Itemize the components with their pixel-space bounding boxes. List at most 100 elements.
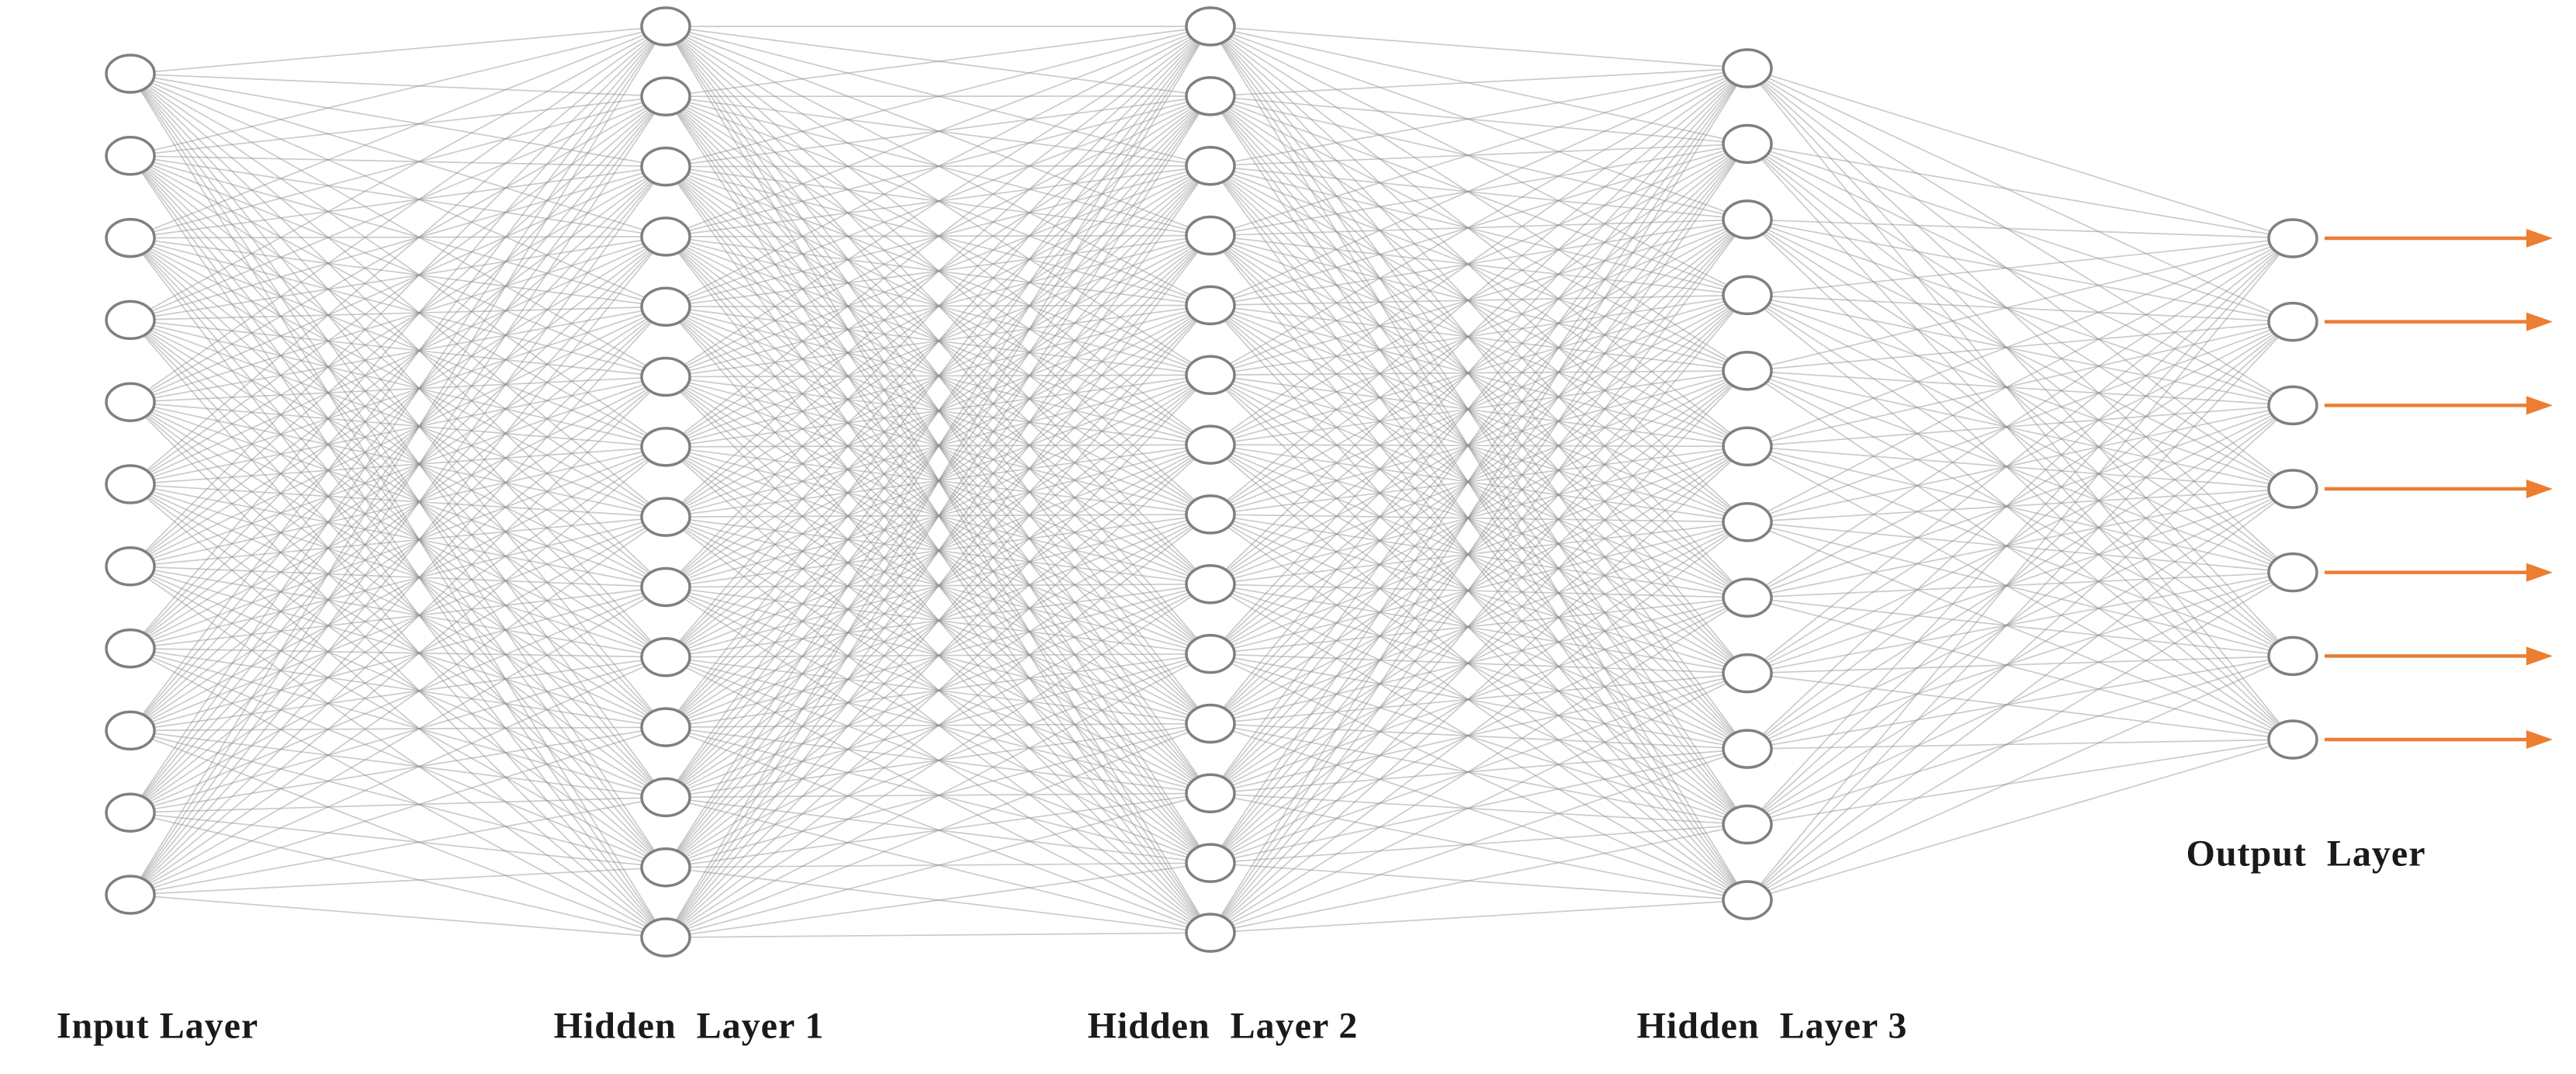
edge [665, 586, 1211, 655]
edge [665, 444, 1211, 658]
edge [130, 237, 667, 938]
edge [130, 306, 667, 732]
edge [665, 95, 1211, 728]
edge [665, 792, 1211, 799]
edge [1210, 304, 1748, 372]
edge [665, 653, 1211, 728]
edge [130, 483, 667, 518]
edge [130, 237, 667, 448]
hidden3-node [1722, 729, 1773, 769]
edge [665, 444, 1211, 518]
edge [1210, 672, 1748, 725]
edge [1210, 369, 1748, 515]
edge [665, 444, 1211, 868]
hidden2-node [1185, 913, 1236, 953]
edge [665, 26, 1211, 237]
edge [665, 234, 1211, 378]
edge [130, 236, 667, 650]
edge [665, 26, 1211, 518]
edge [665, 304, 1211, 938]
hidden2-node [1185, 355, 1236, 395]
edge [1747, 294, 2294, 323]
edge [130, 73, 667, 168]
hidden1-node [640, 707, 691, 747]
edge [130, 236, 667, 813]
edge [1747, 143, 2294, 239]
edge [665, 586, 1211, 725]
edge [665, 304, 1211, 378]
edge [1210, 521, 1748, 655]
edge [665, 26, 1211, 237]
edge [1210, 26, 1748, 372]
edge [1210, 26, 1748, 447]
edge [665, 95, 1211, 515]
edge [1747, 143, 2294, 740]
edge [130, 647, 667, 938]
edge [130, 95, 667, 813]
edge [130, 73, 667, 588]
edge [1210, 26, 1748, 69]
edge [130, 566, 667, 938]
edge [665, 932, 1211, 938]
hidden3-node [1722, 199, 1773, 240]
edge [130, 319, 667, 518]
edge [1747, 237, 2294, 826]
edge [1210, 165, 1748, 901]
edge [130, 236, 667, 896]
edge [130, 95, 667, 321]
edge [1210, 583, 1748, 674]
edge [665, 514, 1211, 658]
edge [130, 73, 667, 98]
edge [130, 26, 667, 896]
edge [665, 166, 1211, 864]
output-node [2267, 719, 2318, 760]
edge [665, 26, 1211, 97]
edge [665, 95, 1211, 378]
edge [1747, 219, 2294, 490]
edge [1210, 68, 1748, 725]
edge [665, 166, 1211, 934]
edge [1747, 68, 2294, 407]
edge [665, 95, 1211, 167]
input-node [105, 546, 156, 587]
edge [1210, 95, 1748, 296]
edge [130, 26, 667, 74]
nodes-layer [105, 6, 2318, 958]
edge [1210, 722, 1748, 750]
edge [1747, 320, 2294, 448]
edge [130, 165, 667, 567]
edge [665, 722, 1211, 868]
output-arrows-layer [2325, 229, 2553, 749]
edge [1210, 583, 1748, 826]
edge [665, 376, 1211, 864]
edge [1210, 584, 1748, 901]
edge [1747, 571, 2294, 599]
edge [1210, 143, 1748, 585]
edge [130, 566, 667, 868]
hidden3-node [1722, 351, 1773, 391]
edge [130, 866, 667, 896]
edge [665, 374, 1211, 868]
edge [665, 726, 1211, 795]
edge [130, 26, 667, 321]
hidden1-node [640, 497, 691, 537]
edge [1210, 68, 1748, 934]
edge [665, 234, 1211, 518]
edge [1747, 655, 2294, 901]
edge [665, 584, 1211, 868]
edge [665, 444, 1211, 938]
edge [130, 445, 667, 485]
edge [130, 306, 667, 650]
edge [1210, 68, 1748, 237]
edge [665, 376, 1211, 585]
edge [1210, 514, 1748, 750]
edge [130, 566, 667, 799]
edge [665, 95, 1211, 934]
edge [1747, 143, 2294, 490]
edge [665, 95, 1211, 237]
edge [130, 319, 667, 658]
edge [130, 237, 667, 588]
edge [130, 95, 667, 650]
edge [665, 95, 1211, 864]
edge [130, 165, 667, 321]
